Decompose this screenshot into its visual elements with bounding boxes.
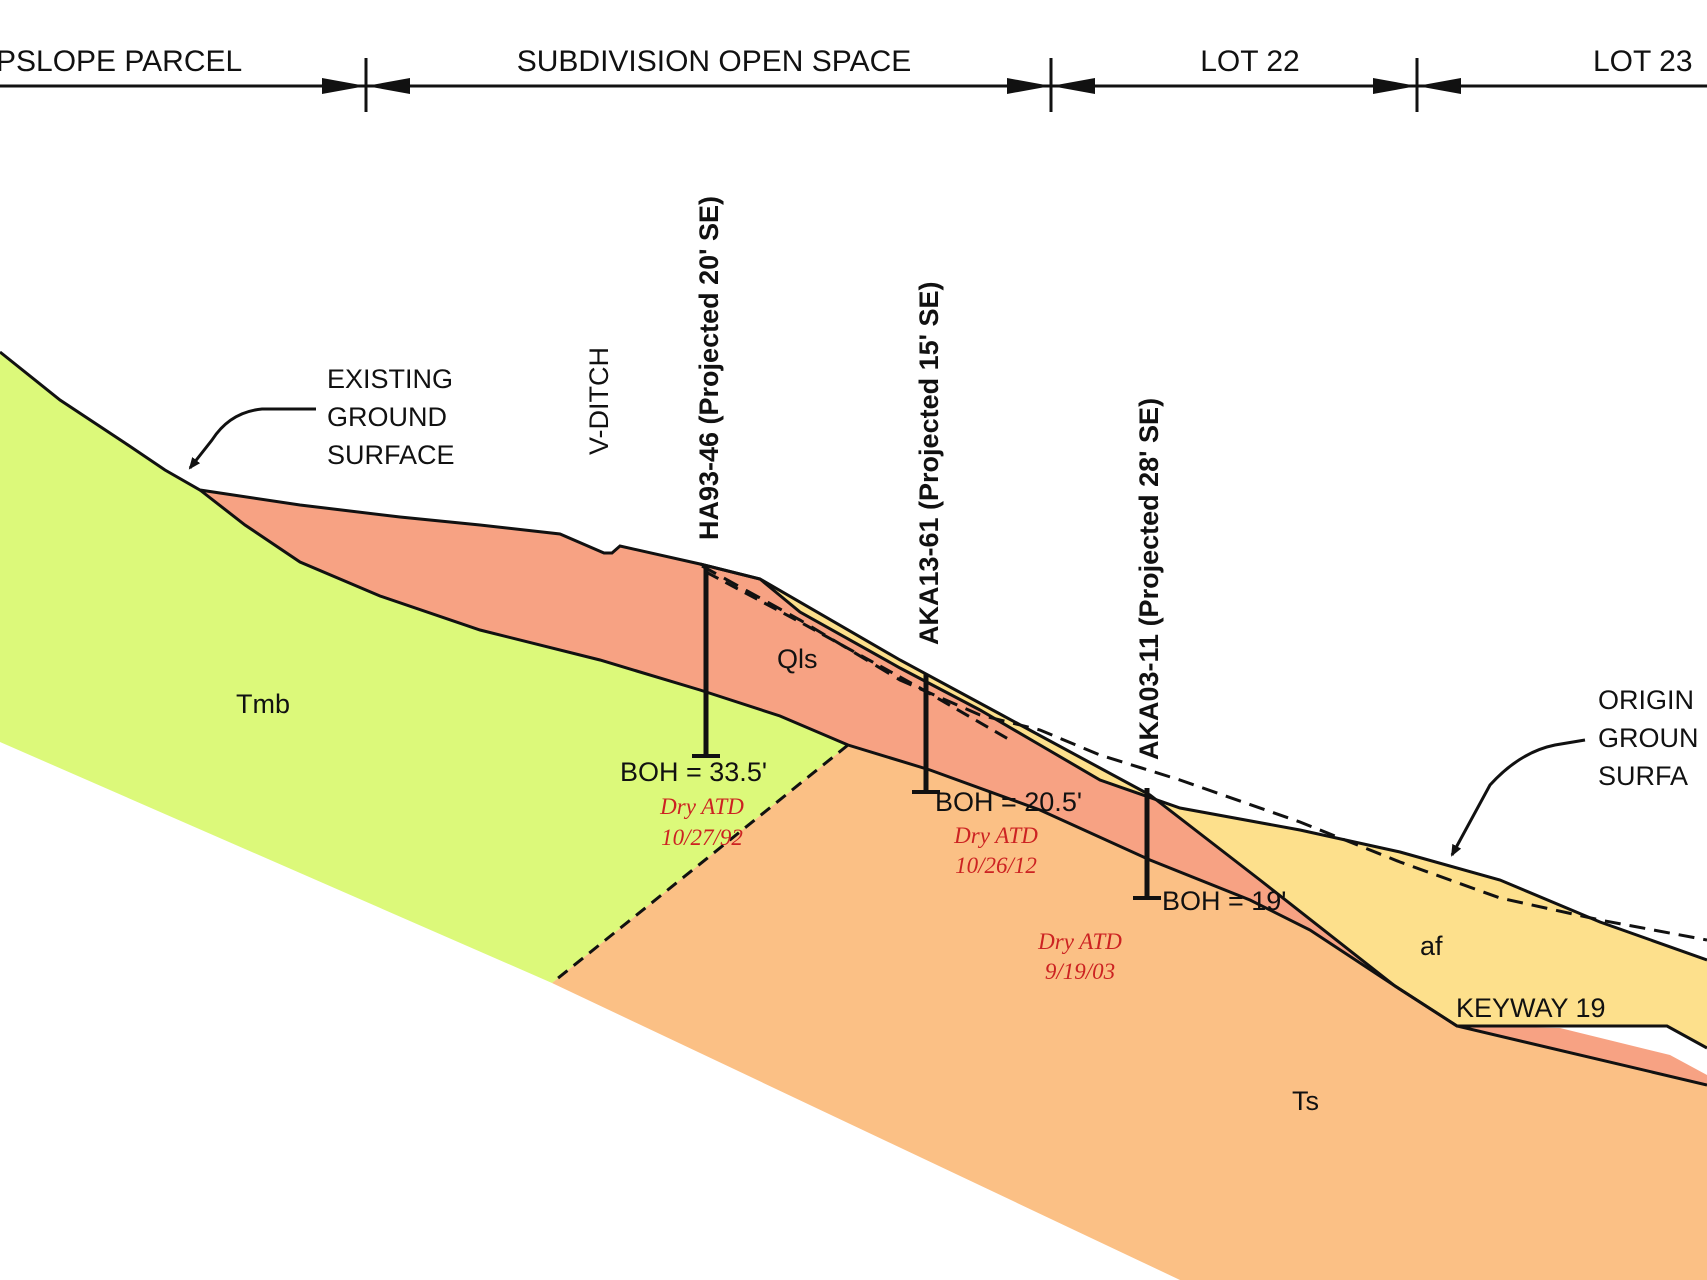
unit-qls-label: Qls bbox=[777, 644, 818, 674]
existing-ground-label-line-2: GROUND bbox=[327, 402, 447, 432]
boring-aka13-61 bbox=[912, 674, 940, 794]
property-dimension-line bbox=[0, 58, 1707, 112]
boring-ha93-46-date: 10/27/92 bbox=[661, 825, 743, 850]
tmb-ts-inferred-contact bbox=[551, 743, 849, 985]
header-subdivision-open-space: SUBDIVISION OPEN SPACE bbox=[517, 45, 912, 78]
original-ground-label-line-2: GROUN bbox=[1598, 723, 1699, 753]
unit-tmb-polygon bbox=[0, 352, 848, 983]
boring-aka13-61-water: Dry ATD bbox=[953, 823, 1038, 848]
fill-keyway-line bbox=[699, 562, 1707, 1050]
unit-ts-label: Ts bbox=[1292, 1086, 1319, 1116]
boring-aka13-61-name: AKA13-61 (Projected 15' SE) bbox=[914, 281, 944, 645]
original-ground-label-line-3: SURFA bbox=[1598, 761, 1688, 791]
boring-aka13-61-boh: BOH = 20.5' bbox=[935, 787, 1082, 817]
existing-ground-label-line-3: SURFACE bbox=[327, 440, 455, 470]
unit-af-label: af bbox=[1420, 931, 1443, 961]
header-upslope-parcel: PSLOPE PARCEL bbox=[0, 45, 242, 78]
boring-aka13-61-date: 10/26/12 bbox=[955, 853, 1037, 878]
boring-aka03-11 bbox=[1133, 788, 1161, 900]
boring-aka03-11-boh: BOH = 19' bbox=[1162, 886, 1286, 916]
boring-ha93-46-water: Dry ATD bbox=[659, 794, 744, 819]
v-ditch-label: V-DITCH bbox=[584, 347, 614, 455]
header-lot-23: LOT 23 bbox=[1593, 45, 1693, 78]
boring-ha93-46 bbox=[692, 566, 720, 758]
existing-ground-label-line-1: EXISTING bbox=[327, 364, 453, 394]
unit-tmb-label: Tmb bbox=[236, 689, 290, 719]
original-ground-leader-arrow bbox=[1450, 738, 1586, 857]
original-ground-label-line-1: ORIGIN bbox=[1598, 685, 1694, 715]
keyway-label: KEYWAY 19 bbox=[1456, 993, 1606, 1023]
existing-ground-leader-arrow bbox=[188, 407, 316, 470]
unit-ts-polygon bbox=[552, 745, 1707, 1280]
boring-aka03-11-name: AKA03-11 (Projected 28' SE) bbox=[1134, 398, 1164, 760]
header-lot-22: LOT 22 bbox=[1200, 45, 1300, 78]
boring-ha93-46-boh: BOH = 33.5' bbox=[620, 757, 767, 787]
boring-aka03-11-water: Dry ATD bbox=[1037, 929, 1122, 954]
boring-ha93-46-name: HA93-46 (Projected 20' SE) bbox=[694, 196, 724, 540]
boring-aka03-11-date: 9/19/03 bbox=[1045, 959, 1115, 984]
original-ground-surface-line bbox=[701, 564, 1707, 942]
qls-internal-dashed-line bbox=[705, 570, 1011, 742]
unit-af-polygon bbox=[700, 564, 1707, 1048]
